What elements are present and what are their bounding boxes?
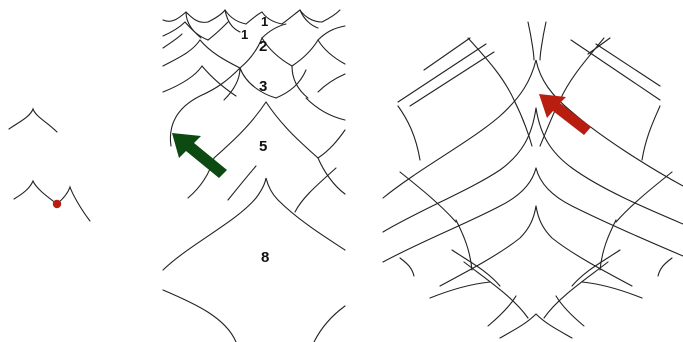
label-fib-8: 8 bbox=[261, 249, 269, 266]
lower-ogee-left bbox=[13, 179, 58, 205]
scale-row-2 bbox=[162, 23, 346, 101]
right-lattice bbox=[382, 21, 683, 339]
scale-row-3 bbox=[162, 65, 346, 147]
left-panel bbox=[8, 107, 91, 222]
right-panel bbox=[382, 21, 683, 339]
label-fib-2: 2 bbox=[259, 38, 267, 55]
label-fib-5: 5 bbox=[259, 138, 267, 155]
scale-8 bbox=[162, 165, 346, 342]
red-dot-icon bbox=[52, 199, 62, 209]
label-fib-3: 3 bbox=[259, 78, 267, 95]
middle-panel: 1 1 2 3 5 8 bbox=[162, 9, 346, 342]
top-ogee-arch bbox=[8, 107, 58, 133]
label-fib-1a: 1 bbox=[241, 27, 248, 42]
lower-ogee-right bbox=[56, 185, 91, 222]
green-arrow-icon bbox=[172, 133, 227, 178]
scale-row-1 bbox=[162, 9, 341, 49]
red-arrow-icon bbox=[539, 94, 591, 135]
label-fib-1b: 1 bbox=[261, 14, 268, 29]
